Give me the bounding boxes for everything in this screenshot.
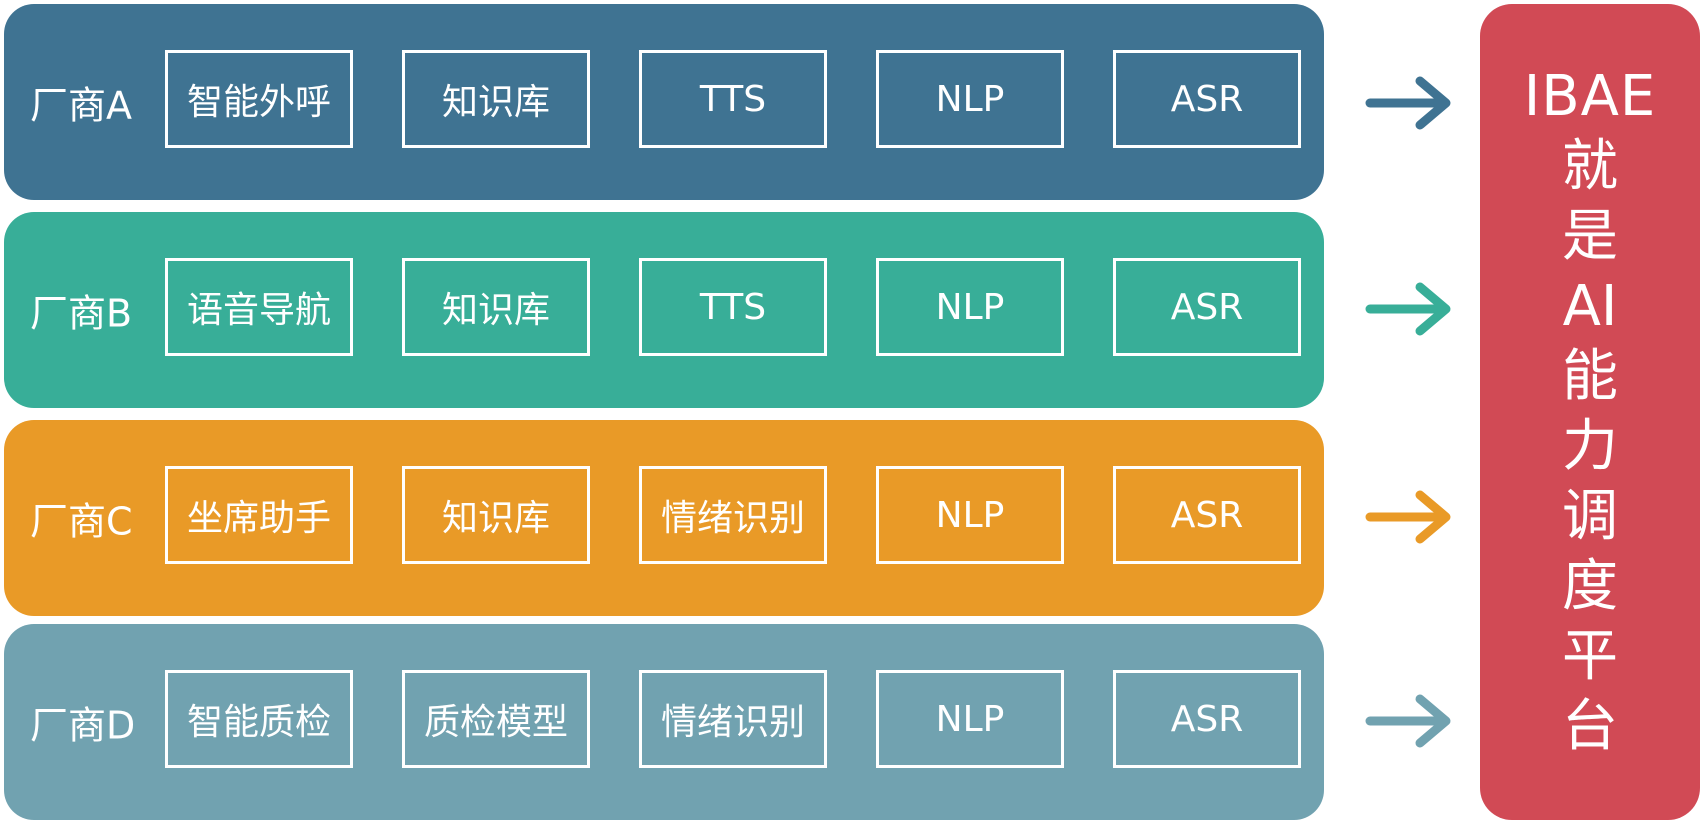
capability-box: 情绪识别 xyxy=(639,466,827,564)
capability-box: 知识库 xyxy=(402,258,590,356)
vendor-label: 厂商D xyxy=(30,703,136,748)
platform-title: IBAE xyxy=(1523,64,1657,129)
vendor-row-d: 厂商D 智能质检 质检模型 情绪识别 NLP ASR xyxy=(4,624,1324,820)
arrow-right-icon xyxy=(1365,490,1451,544)
capability-box: 智能外呼 xyxy=(165,50,353,148)
vendor-row-c: 厂商C 坐席助手 知识库 情绪识别 NLP ASR xyxy=(4,420,1324,616)
platform-text-char: 能 xyxy=(1562,344,1618,409)
platform-text-char: 就 xyxy=(1562,134,1618,199)
capability-box: 智能质检 xyxy=(165,670,353,768)
vendor-label: 厂商C xyxy=(30,499,133,544)
arrow-right-icon xyxy=(1365,76,1451,130)
vendor-label: 厂商A xyxy=(30,83,132,128)
capability-box: ASR xyxy=(1113,258,1301,356)
capability-box: NLP xyxy=(876,670,1064,768)
capability-box: 知识库 xyxy=(402,50,590,148)
platform-text-char: 是 xyxy=(1562,204,1618,269)
capability-box: TTS xyxy=(639,258,827,356)
capability-box: 坐席助手 xyxy=(165,466,353,564)
platform-text-char: 台 xyxy=(1562,694,1618,759)
capability-box: NLP xyxy=(876,258,1064,356)
capability-box: ASR xyxy=(1113,670,1301,768)
vendor-label: 厂商B xyxy=(30,291,133,336)
capability-box: 知识库 xyxy=(402,466,590,564)
capability-box: NLP xyxy=(876,50,1064,148)
capability-box: 情绪识别 xyxy=(639,670,827,768)
capability-box: ASR xyxy=(1113,466,1301,564)
ibae-platform-panel: IBAE 就 是 AI 能 力 调 度 平 台 xyxy=(1480,4,1700,820)
capability-box: TTS xyxy=(639,50,827,148)
platform-text-char: 力 xyxy=(1562,414,1618,479)
arrow-right-icon xyxy=(1365,694,1451,748)
vendor-row-b: 厂商B 语音导航 知识库 TTS NLP ASR xyxy=(4,212,1324,408)
vendor-row-a: 厂商A 智能外呼 知识库 TTS NLP ASR xyxy=(4,4,1324,200)
capability-box: 语音导航 xyxy=(165,258,353,356)
capability-box: NLP xyxy=(876,466,1064,564)
platform-text-char: 平 xyxy=(1562,624,1618,689)
platform-text-char: 度 xyxy=(1562,554,1618,619)
capability-box: ASR xyxy=(1113,50,1301,148)
arrow-right-icon xyxy=(1365,282,1451,336)
platform-text-char: AI xyxy=(1562,274,1618,339)
platform-text-char: 调 xyxy=(1562,484,1618,549)
capability-box: 质检模型 xyxy=(402,670,590,768)
